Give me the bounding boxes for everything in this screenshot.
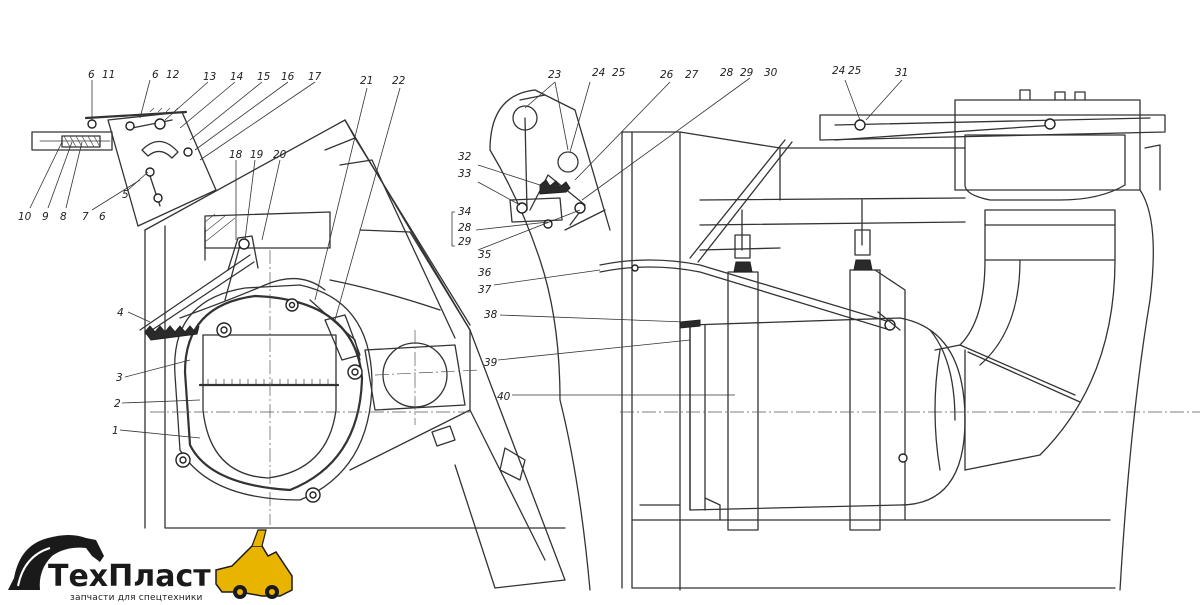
label-21: 21	[360, 75, 373, 87]
housing-outline	[144, 119, 566, 589]
middle-view	[489, 89, 611, 591]
label-18: 18	[229, 149, 243, 161]
lever-spring	[139, 235, 441, 361]
label-2: 2	[114, 398, 121, 410]
label-6: 6	[152, 69, 159, 81]
label-37: 37	[478, 284, 492, 296]
label-20: 20	[273, 149, 287, 161]
logo-name: ТехПласт	[48, 559, 211, 594]
loader-icon	[215, 545, 293, 597]
detail-lever-assembly	[31, 107, 217, 227]
label-1: 1	[112, 425, 119, 437]
label-33: 33	[458, 168, 471, 180]
label-27: 27	[685, 69, 699, 81]
excavator-arm-icon	[8, 535, 104, 590]
label-34: 34	[458, 206, 471, 218]
label-40: 40	[497, 391, 511, 403]
label-36: 36	[478, 267, 492, 279]
left-view	[31, 107, 566, 589]
label-6: 6	[88, 69, 95, 81]
label-24: 24	[592, 67, 605, 79]
label-22: 22	[392, 75, 406, 87]
logo-tagline: запчасти для спецтехники	[70, 593, 203, 603]
label-29: 29	[740, 67, 754, 79]
label-28: 28	[720, 67, 734, 79]
label-35: 35	[478, 249, 492, 261]
label-17: 17	[308, 71, 322, 83]
label-39: 39	[484, 357, 498, 369]
label-6: 6	[99, 211, 106, 223]
label-12: 12	[166, 69, 180, 81]
label-11: 11	[102, 69, 115, 81]
label-14: 14	[230, 71, 243, 83]
label-19: 19	[250, 149, 264, 161]
label-7: 7	[82, 211, 89, 223]
label-29: 29	[458, 236, 472, 248]
brand-logo: ТехПласт запчасти для спецтехники	[8, 529, 293, 603]
label-25: 25	[848, 65, 862, 77]
label-26: 26	[660, 69, 674, 81]
side-port	[364, 330, 481, 425]
label-13: 13	[203, 71, 216, 83]
label-4: 4	[117, 307, 124, 319]
label-28: 28	[458, 222, 472, 234]
label-8: 8	[60, 211, 67, 223]
label-31: 31	[895, 67, 908, 79]
label-15: 15	[257, 71, 271, 83]
label-10: 10	[18, 211, 32, 223]
label-25: 25	[612, 67, 626, 79]
right-view	[599, 89, 1200, 591]
hanger-right	[849, 199, 906, 531]
main-flap	[150, 250, 470, 525]
label-23: 23	[548, 69, 561, 81]
label-30: 30	[764, 67, 778, 79]
label-5: 5	[122, 189, 129, 201]
label-32: 32	[458, 151, 472, 163]
callout-labels: 6 11 6 12 13 14 15 16 17 10 9 8 7 6 5 18…	[18, 65, 908, 437]
leader-lines	[29, 77, 903, 439]
label-24: 24	[832, 65, 845, 77]
label-3: 3	[116, 372, 123, 384]
elbow-pipe	[934, 89, 1161, 591]
label-38: 38	[484, 309, 498, 321]
hanger-left	[727, 209, 759, 531]
label-16: 16	[281, 71, 295, 83]
label-9: 9	[42, 211, 49, 223]
